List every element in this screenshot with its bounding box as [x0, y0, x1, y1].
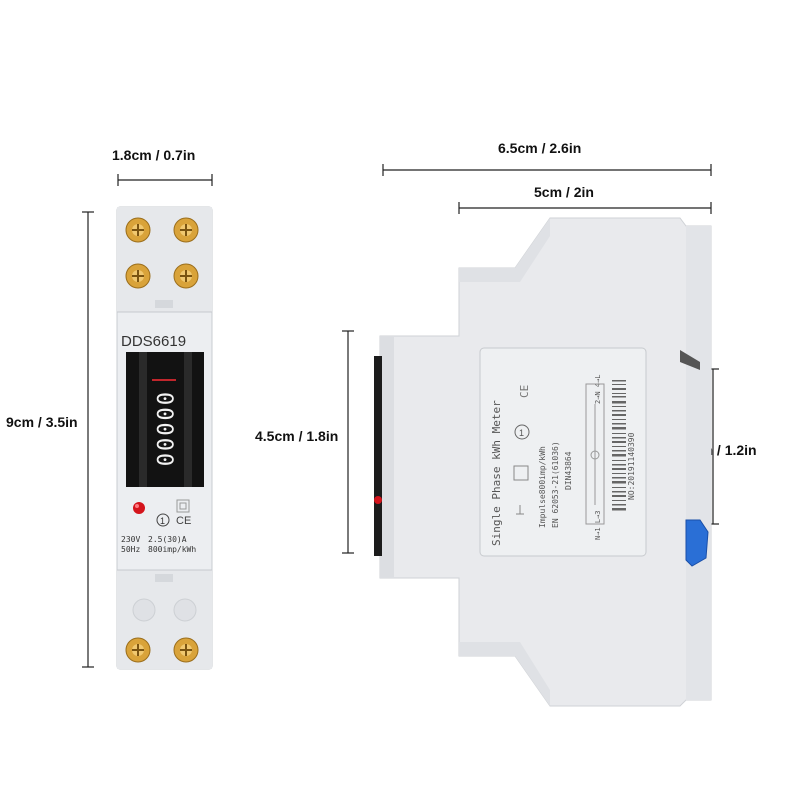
- front-view-meter: DDS6619 00000 1 CE 230V 2.5(30)A 50Hz 80…: [116, 206, 213, 670]
- spec-frequency: 50Hz: [121, 545, 140, 554]
- label-impulse: Impulse800imp/kWh: [538, 446, 547, 528]
- ce-mark: CE: [176, 515, 191, 527]
- side-body-width-label: 5cm / 2in: [534, 184, 594, 200]
- model-name: DDS6619: [121, 333, 186, 350]
- label-title: Single Phase kWh Meter: [490, 400, 503, 546]
- spec-impulse: 800imp/kWh: [148, 545, 196, 554]
- label-serial: NO:20191140390: [627, 432, 636, 500]
- terminal-screw-icon: [125, 637, 151, 663]
- dimension-lines: [82, 164, 719, 668]
- side-total-width-label: 6.5cm / 2.6in: [498, 140, 582, 156]
- svg-text:1: 1: [519, 428, 524, 438]
- label-din: DIN43864: [564, 451, 573, 490]
- terminal-screw-icon: [173, 637, 199, 663]
- spec-voltage: 230V: [121, 535, 140, 544]
- label-ce-mark: CE: [518, 385, 531, 398]
- label-standard: EN 62053-21(61036): [551, 441, 560, 528]
- counter-digits: 00000: [151, 392, 176, 468]
- side-view-meter: Single Phase kWh Meter Impulse800imp/kWh…: [374, 217, 712, 707]
- side-body-height-label: 4.5cm / 1.8in: [255, 428, 339, 444]
- accuracy-class-icon: [156, 513, 170, 527]
- label-accuracy-class-icon: [514, 424, 530, 440]
- din-clip: [685, 519, 709, 567]
- terminal-screw-icon: [173, 263, 199, 289]
- terminal-screw-icon: [125, 217, 151, 243]
- label-terminal-top: 2→N 4→L: [594, 374, 602, 404]
- front-width-label: 1.8cm / 0.7in: [112, 147, 196, 163]
- pulse-led-icon: [133, 502, 145, 514]
- front-height-label: 9cm / 3.5in: [6, 414, 78, 430]
- terminal-screw-icon: [173, 217, 199, 243]
- barcode: [612, 380, 626, 511]
- spec-current: 2.5(30)A: [148, 535, 187, 544]
- terminal-screw-icon: [125, 263, 151, 289]
- svg-text:1: 1: [160, 516, 165, 526]
- label-terminal-bottom: N→1 L→3: [594, 510, 602, 540]
